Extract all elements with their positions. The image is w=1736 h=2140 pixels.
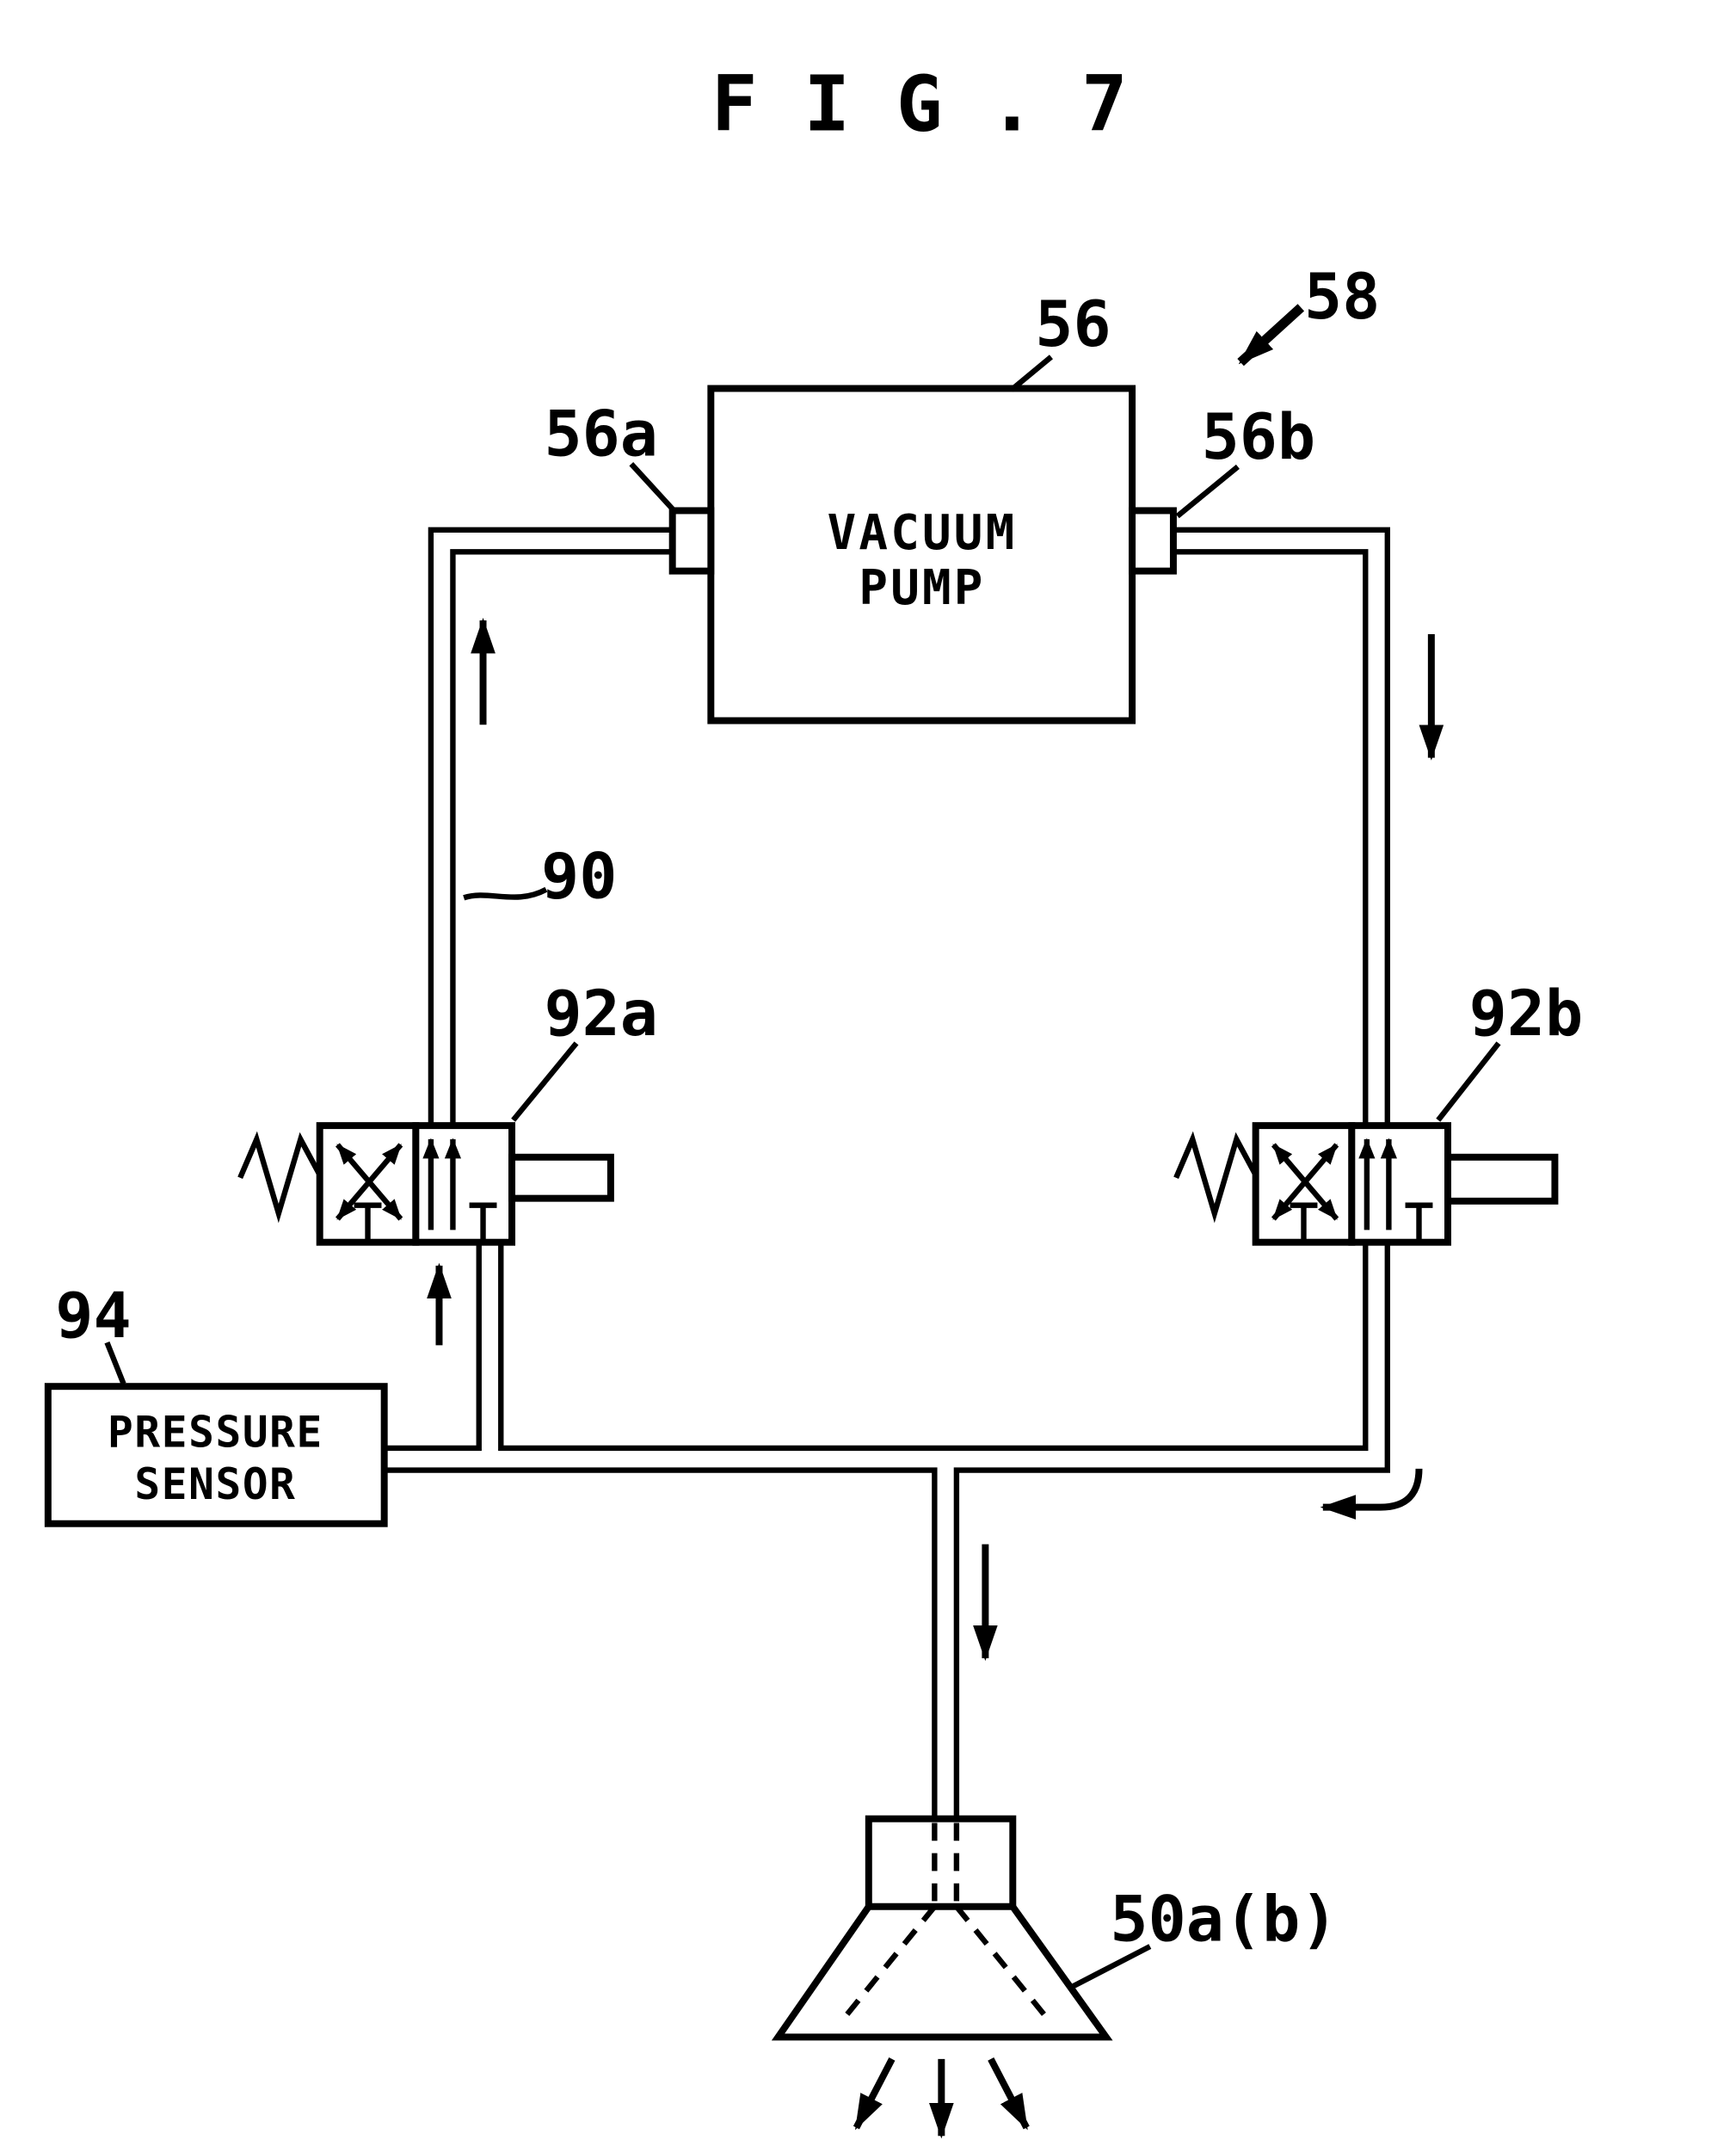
- suction-cup-cone-dashed-right: [954, 1904, 1054, 2026]
- leader-56b: [1175, 464, 1240, 519]
- leader-92b: [1436, 1041, 1501, 1122]
- pump-port-56b: [1129, 507, 1177, 575]
- vacuum-pump-label-line1: VACUUM: [828, 505, 1018, 561]
- suction-cup-neck: [865, 1815, 1017, 1910]
- ref-label-92b: 92b: [1469, 977, 1584, 1051]
- valve-left-cross-arrow-2: [336, 1143, 403, 1221]
- valve-left-spring-icon: [237, 1131, 323, 1224]
- pressure-sensor-label-line1: PRESSURE: [108, 1407, 323, 1457]
- leader-50ab: [1068, 1944, 1152, 1990]
- ref-label-94: 94: [55, 1280, 131, 1353]
- leader-90: [463, 886, 548, 901]
- pipe-outlines: [384, 527, 1390, 1826]
- vacuum-pump-label-line2: PUMP: [859, 560, 985, 616]
- suction-cup: [771, 1815, 1113, 2041]
- pressure-sensor-box: [44, 1383, 388, 1527]
- leader-arrow-58: [1237, 304, 1305, 367]
- pipe-right-run: [1163, 527, 1390, 1129]
- ref-label-50ab: 50a(b): [1110, 1884, 1338, 1957]
- pump-port-56a: [668, 507, 715, 575]
- ref-label-90: 90: [541, 840, 617, 913]
- valve-left-blocked-port-1: [354, 1202, 382, 1240]
- pipe-main-horizontal: [384, 1239, 1390, 1473]
- suction-arrow-right: [988, 2057, 1030, 2131]
- ref-label-56: 56: [1035, 288, 1111, 361]
- leader-56: [1009, 355, 1054, 392]
- suction-cup-cone-dashed-left: [837, 1904, 937, 2026]
- ref-label-56b: 56b: [1202, 401, 1316, 474]
- solenoid-valve-left: [237, 1122, 614, 1246]
- ref-label-56a: 56a: [544, 398, 658, 472]
- solenoid-valve-right: [1173, 1122, 1559, 1246]
- suction-cup-bell: [771, 1903, 1113, 2041]
- ref-label-58: 58: [1304, 261, 1380, 334]
- ref-label-92a: 92a: [544, 977, 658, 1051]
- valve-left-solenoid: [508, 1153, 614, 1202]
- valve-right-solenoid: [1444, 1153, 1559, 1205]
- suction-arrow-left: [853, 2057, 896, 2131]
- valve-left-blocked-port-2: [469, 1202, 497, 1240]
- pressure-sensor-label-line2: SENSOR: [134, 1459, 296, 1509]
- leader-92a: [511, 1041, 579, 1122]
- leader-94: [104, 1341, 126, 1385]
- flow-arrow-left-hook: [1320, 1468, 1423, 1520]
- leader-56a: [629, 462, 679, 515]
- figure-title: F I G . 7: [711, 60, 1128, 150]
- valve-right-cross-arrow-2: [1271, 1143, 1339, 1221]
- valve-right-blocked-port-2: [1405, 1202, 1433, 1240]
- valve-right-spring-icon: [1173, 1131, 1259, 1224]
- valve-right-blocked-port-1: [1290, 1202, 1318, 1240]
